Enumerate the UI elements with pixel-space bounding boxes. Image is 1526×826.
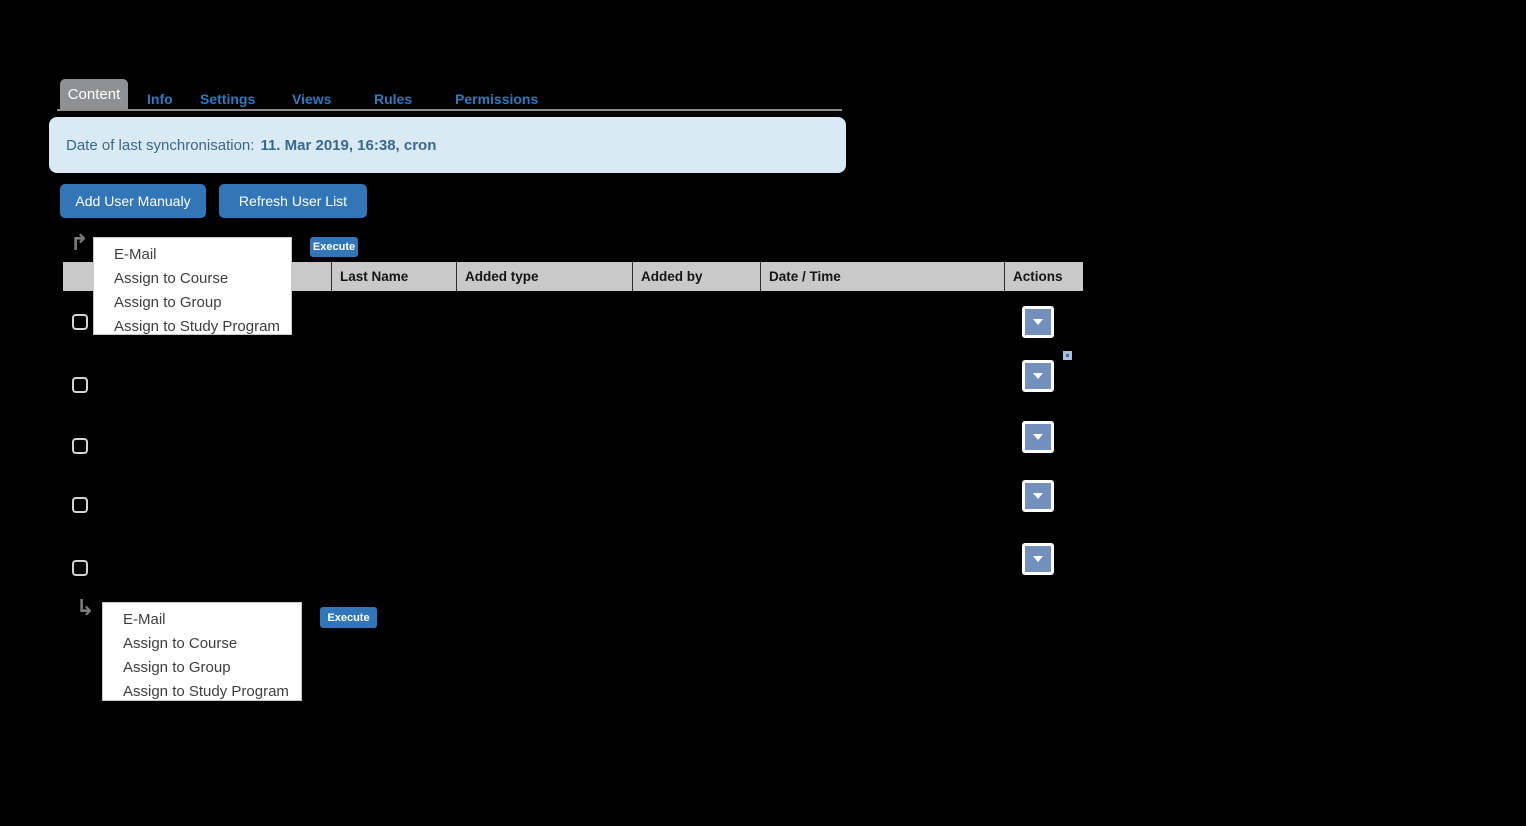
tab-rules[interactable]: Rules (374, 91, 413, 107)
sync-info-value: 11. Mar 2019, 16:38, cron (260, 136, 437, 154)
bulk-option-assign-study-program[interactable]: Assign to Study Program (123, 683, 289, 700)
caret-down-icon (1033, 319, 1043, 325)
row-checkbox[interactable] (72, 560, 88, 576)
row-actions-dropdown-button[interactable] (1022, 306, 1054, 338)
column-header-last-name[interactable]: Last Name (331, 262, 456, 291)
bulk-option-email[interactable]: E-Mail (114, 246, 157, 263)
tab-settings[interactable]: Settings (200, 91, 256, 107)
broken-image-icon-core (1066, 354, 1069, 357)
row-checkbox[interactable] (72, 497, 88, 513)
caret-down-icon (1033, 556, 1043, 562)
caret-down-icon (1033, 373, 1043, 379)
tab-content[interactable]: Content (60, 79, 128, 110)
bulk-action-dropdown-bottom[interactable]: E-Mail Assign to Course Assign to Group … (102, 602, 302, 701)
column-header-added-type[interactable]: Added type (456, 262, 632, 291)
bulk-option-assign-group[interactable]: Assign to Group (114, 294, 222, 311)
row-actions-dropdown-button[interactable] (1022, 543, 1054, 575)
row-checkbox[interactable] (72, 438, 88, 454)
tab-info[interactable]: Info (147, 91, 173, 107)
row-checkbox[interactable] (72, 377, 88, 393)
caret-down-icon (1033, 493, 1043, 499)
sync-info-label: Date of last synchronisation: (66, 136, 255, 154)
arrow-down-right-icon: ↳ (76, 596, 95, 621)
sync-info-message: Date of last synchronisation: 11. Mar 20… (49, 117, 846, 173)
column-header-actions: Actions (1004, 262, 1083, 291)
bulk-action-dropdown-top[interactable]: E-Mail Assign to Course Assign to Group … (93, 237, 292, 335)
add-user-manually-button[interactable]: Add User Manualy (60, 184, 206, 218)
bulk-option-email[interactable]: E-Mail (123, 611, 166, 628)
row-actions-dropdown-button[interactable] (1022, 480, 1054, 512)
column-header-added-by[interactable]: Added by (632, 262, 760, 291)
bulk-option-assign-course[interactable]: Assign to Course (114, 270, 229, 287)
arrow-up-right-icon: ↱ (70, 231, 89, 256)
execute-button-top[interactable]: Execute (310, 237, 358, 257)
row-checkbox[interactable] (72, 314, 88, 330)
row-actions-dropdown-button[interactable] (1022, 360, 1054, 392)
caret-down-icon (1033, 434, 1043, 440)
refresh-user-list-button[interactable]: Refresh User List (219, 184, 367, 218)
bulk-option-assign-group[interactable]: Assign to Group (123, 659, 231, 676)
tab-permissions[interactable]: Permissions (455, 91, 539, 107)
row-actions-dropdown-button[interactable] (1022, 421, 1054, 453)
execute-button-bottom[interactable]: Execute (320, 607, 377, 628)
broken-image-icon (1063, 351, 1072, 360)
column-header-date-time[interactable]: Date / Time (760, 262, 1004, 291)
bulk-option-assign-study-program[interactable]: Assign to Study Program (114, 318, 280, 335)
tabbar-divider (57, 109, 842, 111)
bulk-option-assign-course[interactable]: Assign to Course (123, 635, 238, 652)
tab-views[interactable]: Views (292, 91, 332, 107)
